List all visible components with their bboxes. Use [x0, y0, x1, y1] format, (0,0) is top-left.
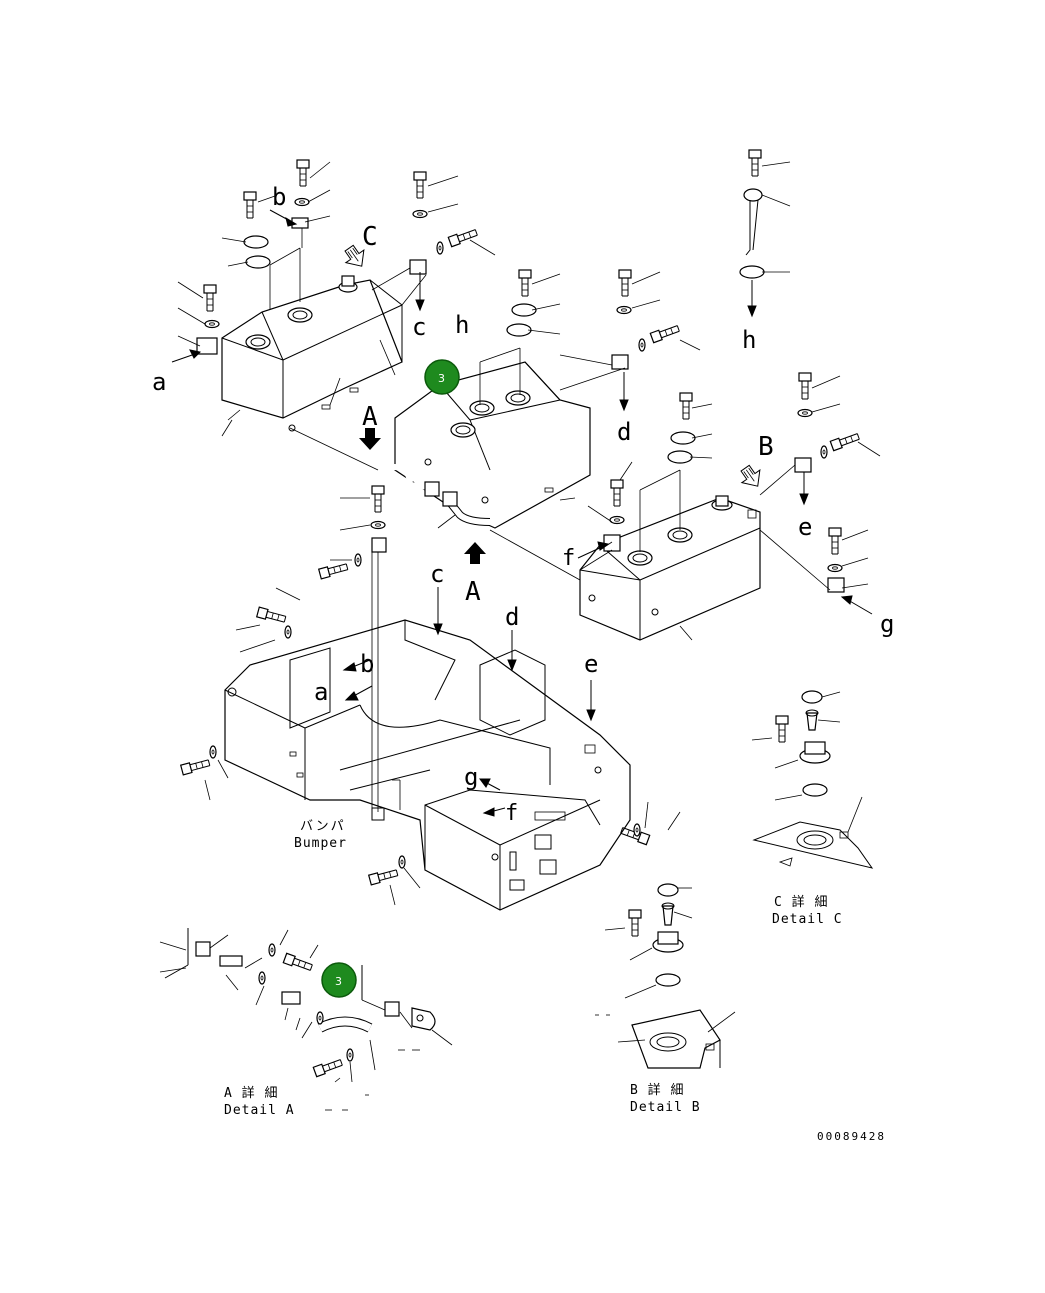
frame-body — [224, 619, 631, 911]
captions: バンパ Bumper A 詳 細 Detail A B 詳 細 Detail B… — [224, 819, 886, 1143]
reference-letters: a a b b c c d d e e f f g g h h — [152, 183, 894, 826]
left-tank — [221, 275, 403, 432]
detail-c-title-jp: C 詳 細 — [774, 894, 828, 910]
callout-number-detail-a: 3 — [335, 975, 342, 988]
callout-number-top: 3 — [438, 372, 445, 385]
detail-b-title-en: Detail B — [630, 1100, 701, 1115]
callout-circle-top — [424, 359, 460, 395]
detail-b-title-jp: B 詳 細 — [630, 1082, 684, 1098]
ref-d-tank: d — [617, 418, 631, 446]
ref-d-frame: d — [505, 603, 519, 631]
bumper-label-jp: バンパ — [300, 819, 346, 834]
callout-marker-detail-a[interactable]: 3 — [321, 962, 357, 998]
view-label-a-top: A — [362, 402, 378, 432]
ref-a-tank: a — [152, 368, 166, 396]
ref-c-tank: c — [412, 313, 426, 341]
right-tank — [579, 495, 761, 641]
detail-a-title-jp: A 詳 細 — [224, 1085, 278, 1101]
ref-e-tank: e — [798, 513, 812, 541]
ref-h-dipstick: h — [742, 326, 756, 354]
fasteners — [180, 149, 861, 886]
detail-b-drawing — [628, 883, 721, 1069]
view-arrow-b — [740, 464, 761, 487]
view-label-b: B — [758, 432, 774, 462]
ref-c-frame: c — [430, 560, 444, 588]
detail-a-leaders — [159, 929, 453, 1111]
detail-a-drawing — [164, 928, 436, 1078]
detail-a-title-en: Detail A — [224, 1103, 295, 1118]
detail-c-leaders — [751, 691, 863, 833]
ref-f-frame: f — [505, 801, 518, 826]
view-label-c: C — [362, 222, 378, 252]
ref-g-tank: g — [880, 610, 894, 638]
view-arrow-c — [344, 244, 365, 267]
drawing-number: 00089428 — [817, 1130, 886, 1143]
ref-b-frame: b — [360, 650, 374, 678]
view-letters: A A B C — [362, 222, 774, 607]
callout-circle-detail-a — [321, 962, 357, 998]
bumper-label-en: Bumper — [294, 836, 347, 851]
ref-f-tank: f — [562, 546, 575, 571]
connecting-pipes — [370, 464, 491, 526]
ref-h-center: h — [455, 311, 469, 339]
detail-c-drawing — [752, 690, 874, 869]
leader-lines — [177, 161, 881, 906]
view-label-a-bottom: A — [465, 577, 481, 607]
ref-a-frame: a — [314, 678, 328, 706]
detail-b-leaders — [595, 887, 736, 1043]
ref-g-frame: g — [464, 763, 478, 791]
callout-marker-top[interactable]: 3 — [424, 359, 460, 395]
view-arrow-a-bottom — [464, 542, 486, 564]
ref-b-tank: b — [272, 183, 286, 211]
detail-c-title-en: Detail C — [772, 912, 843, 927]
reference-arrows — [171, 209, 873, 817]
center-tank — [394, 361, 591, 529]
ref-e-frame: e — [584, 650, 598, 678]
